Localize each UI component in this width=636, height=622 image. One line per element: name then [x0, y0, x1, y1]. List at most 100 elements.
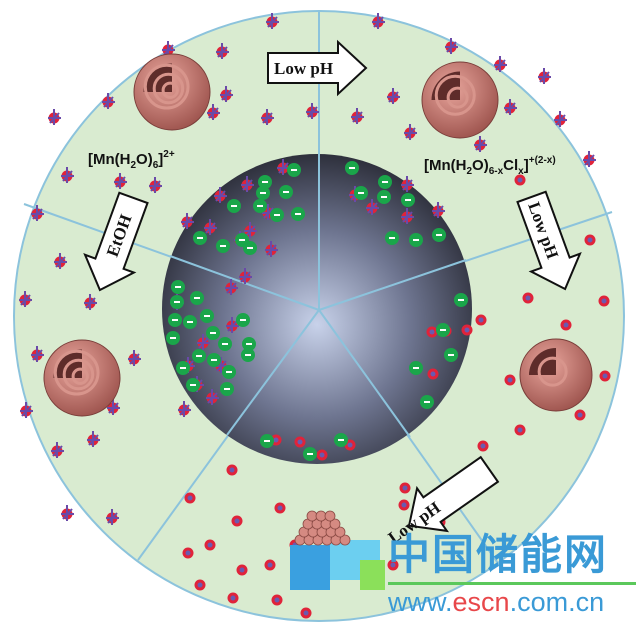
mn-complex-ion: [554, 111, 567, 127]
watermark-divider: [388, 582, 636, 585]
mn-complex-ion: [102, 93, 115, 109]
mn-ion: [599, 370, 611, 382]
mn-ion: [504, 374, 516, 386]
mn-complex-ion: [206, 389, 219, 405]
mn-complex-ion: [31, 346, 44, 362]
negative-charge: [192, 349, 206, 363]
negative-charge: [377, 190, 391, 204]
negative-charge: [444, 348, 458, 362]
mn-complex-ion: [178, 401, 191, 417]
mn-complex-ion: [87, 431, 100, 447]
negative-charge: [190, 291, 204, 305]
negative-charge: [243, 241, 257, 255]
negative-charge: [242, 337, 256, 351]
mn-ion: [204, 539, 216, 551]
mn-complex-ion: [261, 109, 274, 125]
mn-ion: [522, 292, 534, 304]
negative-charge: [227, 199, 241, 213]
negative-charge: [303, 447, 317, 461]
negative-charge: [200, 309, 214, 323]
arrow-top-label: Low pH: [274, 59, 333, 78]
mn-complex-ion: [207, 104, 220, 120]
mn-complex-ion: [214, 187, 227, 203]
mn-ion: [514, 424, 526, 436]
watermark-chinese: 中国储能网: [388, 530, 609, 579]
negative-charge: [207, 353, 221, 367]
negative-charge: [258, 175, 272, 189]
hollow-shell-sphere: [519, 338, 593, 412]
hollow-shell-sphere: [421, 61, 499, 139]
mn-ion: [274, 502, 286, 514]
negative-charge: [260, 434, 274, 448]
negative-charge: [170, 295, 184, 309]
mn-complex-ion: [239, 268, 252, 284]
negative-charge: [218, 337, 232, 351]
mn-ion: [475, 314, 487, 326]
mn-complex-ion: [48, 109, 61, 125]
mn-complex-ion: [266, 13, 279, 29]
mn-complex-ion: [244, 222, 257, 238]
mn-ion: [598, 295, 610, 307]
mn-ion: [264, 559, 276, 571]
url-prefix: www.: [388, 587, 453, 617]
arrow-top: Low pH: [267, 39, 368, 97]
negative-charge: [385, 231, 399, 245]
negative-charge: [241, 348, 255, 362]
mn-ion: [236, 564, 248, 576]
negative-charge: [236, 313, 250, 327]
mn-ion: [294, 436, 306, 448]
mn-ion: [427, 368, 439, 380]
mn-complex-ion: [54, 253, 67, 269]
mn-complex-ion: [128, 350, 141, 366]
mn-complex-ion: [149, 177, 162, 193]
negative-charge: [222, 365, 236, 379]
negative-charge: [186, 378, 200, 392]
mn-ion: [399, 482, 411, 494]
mn-ion: [300, 607, 312, 619]
negative-charge: [454, 293, 468, 307]
negative-charge: [168, 313, 182, 327]
negative-charge: [420, 395, 434, 409]
mn-complex-ion: [204, 219, 217, 235]
mn-complex-ion: [306, 103, 319, 119]
negative-charge: [432, 228, 446, 242]
mn-ion: [387, 559, 399, 571]
negative-charge: [409, 233, 423, 247]
mn-complex-ion: [401, 176, 414, 192]
hollow-spheres: [43, 53, 593, 590]
mn-complex-ion: [106, 509, 119, 525]
mn-complex-ion: [265, 241, 278, 257]
url-brand: escn: [452, 587, 510, 617]
negative-charge: [253, 199, 267, 213]
mn-complex-ion: [351, 108, 364, 124]
mn-ion: [477, 440, 489, 452]
negative-charge: [216, 239, 230, 253]
mn-complex-ion: [61, 505, 74, 521]
mn-ion: [226, 464, 238, 476]
negative-charge: [401, 193, 415, 207]
mn-ion: [194, 579, 206, 591]
mn-ion: [574, 409, 586, 421]
negative-charge: [176, 361, 190, 375]
mn-complex-ion: [538, 68, 551, 84]
mn-ion: [560, 319, 572, 331]
ion-particles: [19, 13, 611, 619]
mn-complex-ion: [404, 124, 417, 140]
mn-ion: [227, 592, 239, 604]
mn-ion: [461, 324, 473, 336]
negative-charge: [291, 207, 305, 221]
mn-ion: [426, 326, 438, 338]
negative-charge: [166, 331, 180, 345]
mn-complex-ion: [216, 43, 229, 59]
mn-ion: [316, 449, 328, 461]
mn-complex-ion: [494, 56, 507, 72]
complex-right-label: [Mn(H2O)6-xClx]+(2-x): [424, 155, 556, 177]
mn-complex-ion: [197, 334, 210, 350]
mn-complex-ion: [84, 294, 97, 310]
negative-charge: [183, 315, 197, 329]
mn-ion: [231, 515, 243, 527]
negative-charge: [345, 161, 359, 175]
negative-charge: [354, 186, 368, 200]
mn-complex-ion: [372, 13, 385, 29]
